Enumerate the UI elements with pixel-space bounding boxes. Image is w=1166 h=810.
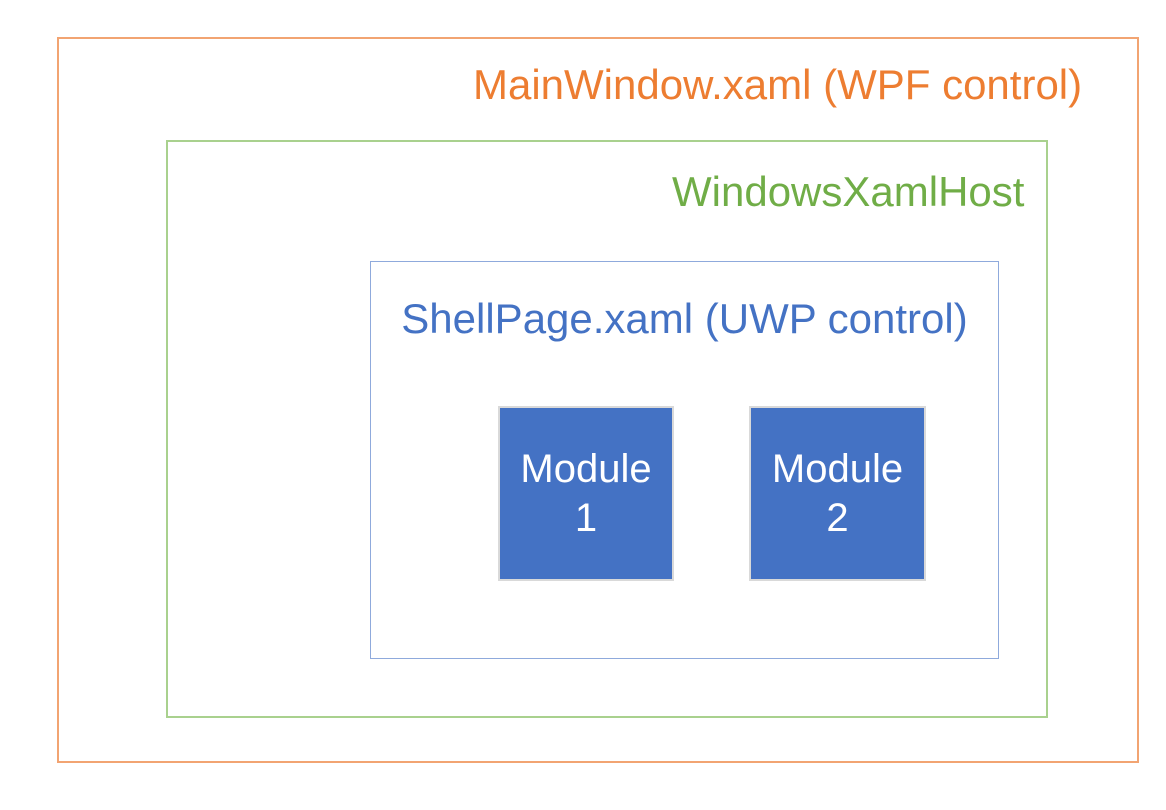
module-2-name: Module [771,446,904,491]
module-2-box: Module 2 [749,406,926,581]
shellpage-uwp-box: ShellPage.xaml (UWP control) Module 1 Mo… [370,261,999,659]
module-1-number: 1 [574,495,598,540]
shellpage-uwp-label: ShellPage.xaml (UWP control) [401,295,968,342]
windowsxamlhost-label: WindowsXamlHost [672,168,1025,215]
mainwindow-wpf-box: MainWindow.xaml (WPF control) WindowsXam… [57,37,1139,763]
module-1-name: Module [520,446,652,491]
module-2-number: 2 [826,495,849,540]
module-1-box: Module 1 [498,406,674,581]
windowsxamlhost-box: WindowsXamlHost ShellPage.xaml (UWP cont… [166,140,1048,718]
mainwindow-wpf-label: MainWindow.xaml (WPF control) [473,61,1083,108]
